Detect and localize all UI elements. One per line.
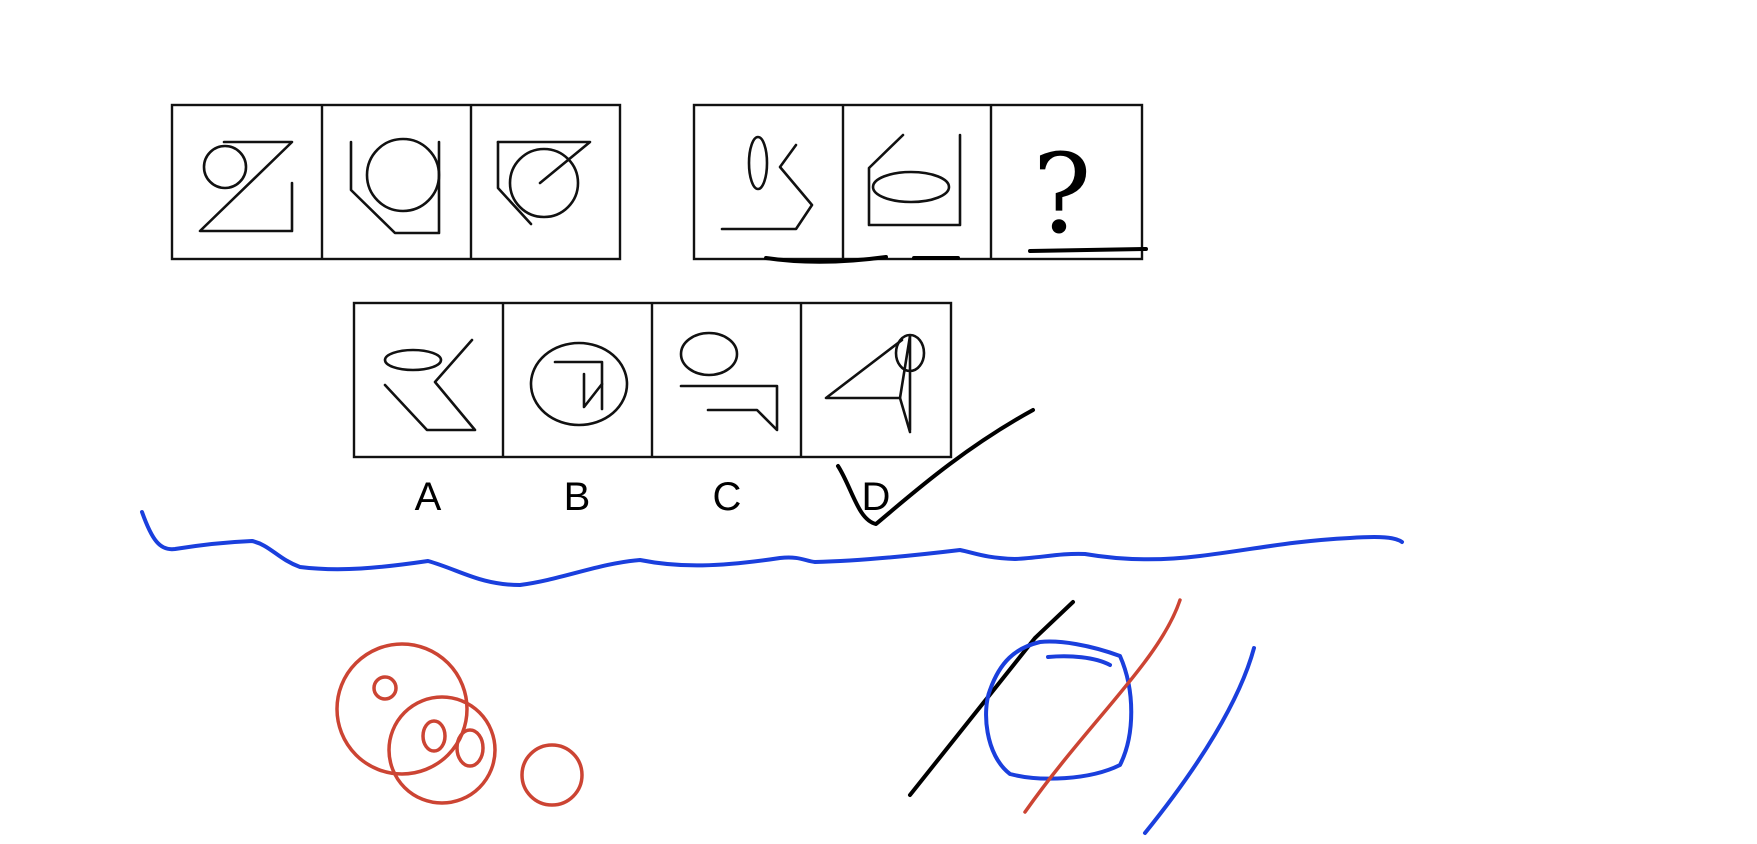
blue-divider-scribble xyxy=(140,510,1404,587)
black-diagonal-stroke xyxy=(908,600,1075,797)
group-2-panel-2-figure xyxy=(867,133,962,227)
option-a-figure[interactable] xyxy=(383,338,477,432)
blue-rounded-shape xyxy=(984,639,1134,781)
unknown-figure-question-mark: ? xyxy=(1033,130,1092,258)
option-b-figure[interactable] xyxy=(529,341,629,427)
option-a-label[interactable]: A xyxy=(415,475,442,519)
underline-mark-3 xyxy=(1028,247,1148,253)
group-1-panel-2-figure xyxy=(349,137,441,235)
red-diagonal-stroke xyxy=(1023,598,1182,814)
options-group: A B C D xyxy=(352,301,953,519)
group-1-frame xyxy=(170,103,622,261)
sequence-group-1 xyxy=(170,103,622,261)
checkmark-annotation xyxy=(836,408,1035,526)
blue-inner-stroke xyxy=(1046,654,1112,667)
option-b-label[interactable]: B xyxy=(564,475,591,519)
group-1-panel-3-figure xyxy=(496,140,592,226)
option-d-label[interactable]: D xyxy=(862,475,891,519)
blue-diagonal-stroke xyxy=(1143,646,1256,835)
option-c-figure[interactable] xyxy=(679,331,779,432)
option-c-label[interactable]: C xyxy=(713,475,742,519)
diagonal-lines-sketch xyxy=(908,598,1256,835)
group-2-panel-1-figure xyxy=(720,135,814,231)
underline-mark-1 xyxy=(764,255,888,264)
group-1-panel-1-figure xyxy=(198,140,294,233)
sequence-group-2: ? xyxy=(692,103,1148,264)
red-circle-sketch xyxy=(335,642,584,807)
option-d-figure[interactable] xyxy=(824,333,926,434)
